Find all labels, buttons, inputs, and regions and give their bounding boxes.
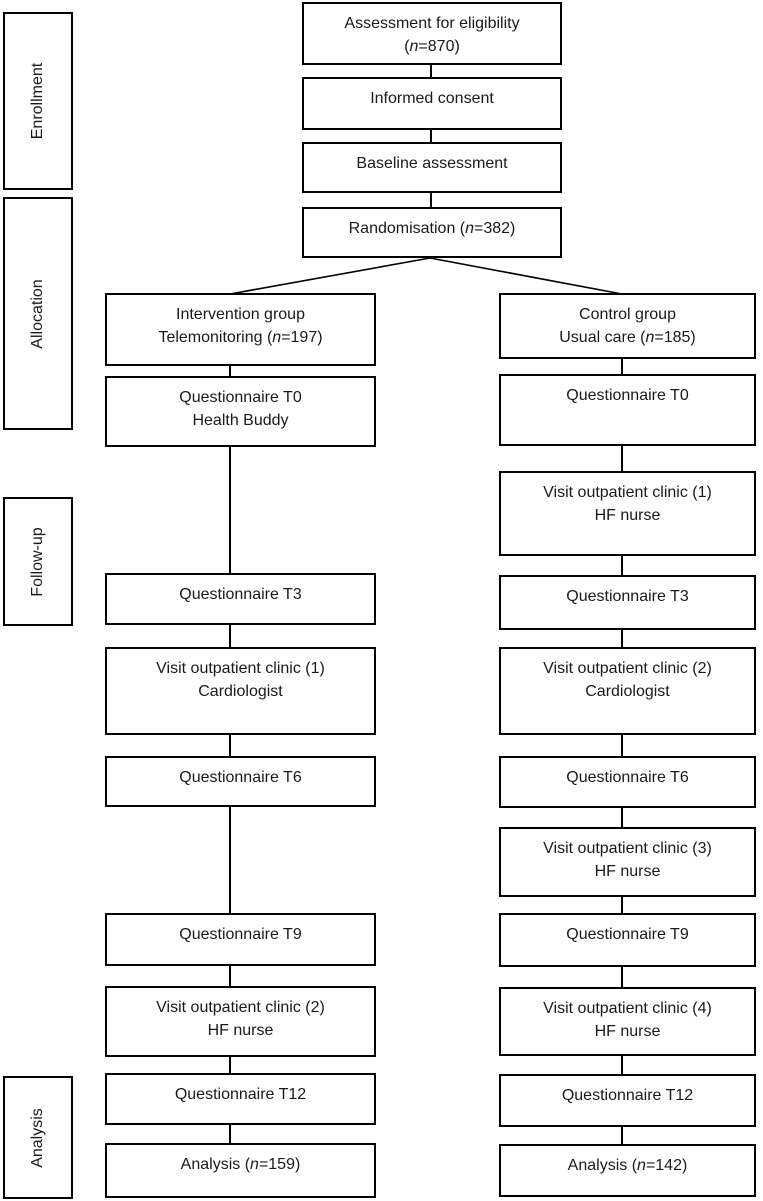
- flow-box-line: Informed consent: [370, 90, 494, 107]
- flow-box-line: Cardiologist: [585, 683, 670, 700]
- flow-box-control-visit-4: Visit outpatient clinic (4) HF nurse: [499, 987, 756, 1056]
- connector-line: [229, 1057, 231, 1073]
- connector-line: [430, 65, 432, 77]
- fork-line-left: [229, 257, 431, 295]
- flow-box-line: Assessment for eligibility: [344, 15, 520, 32]
- flow-box-line: Visit outpatient clinic (4): [543, 1000, 712, 1017]
- flow-box-line: Control group: [579, 306, 676, 323]
- connector-line: [621, 446, 623, 471]
- flow-box-informed-consent: Informed consent: [302, 77, 562, 130]
- flow-box-intervention-visit-1: Visit outpatient clinic (1) Cardiologist: [105, 647, 376, 735]
- flow-box-line: Intervention group: [176, 306, 305, 323]
- flow-box-randomisation: Randomisation (n=382): [302, 207, 562, 258]
- connector-line: [229, 447, 231, 573]
- flow-box-control-questionnaire-t6: Questionnaire T6: [499, 756, 756, 808]
- flow-box-control-visit-3: Visit outpatient clinic (3) HF nurse: [499, 827, 756, 897]
- connector-line: [621, 1127, 623, 1144]
- flow-box-line: Questionnaire T9: [179, 926, 302, 943]
- flow-box-line: Visit outpatient clinic (3): [543, 840, 712, 857]
- connector-line: [621, 1056, 623, 1074]
- connector-line: [621, 359, 623, 374]
- connector-line: [229, 1125, 231, 1143]
- flow-box-control-questionnaire-t3: Questionnaire T3: [499, 575, 756, 630]
- flow-box-line: Visit outpatient clinic (2): [543, 660, 712, 677]
- flow-box-control-visit-1: Visit outpatient clinic (1) HF nurse: [499, 471, 756, 556]
- flow-box-line: Cardiologist: [198, 683, 283, 700]
- flow-box-line: Visit outpatient clinic (1): [543, 484, 712, 501]
- flow-box-line: Questionnaire T0: [179, 389, 302, 406]
- flow-box-line: Health Buddy: [192, 412, 289, 429]
- connector-line: [229, 735, 231, 756]
- flow-box-line: Questionnaire T6: [566, 769, 689, 786]
- flow-box-line: Visit outpatient clinic (1): [156, 660, 325, 677]
- flow-box-line: Questionnaire T9: [566, 926, 689, 943]
- flow-box-line: HF nurse: [594, 507, 661, 524]
- flow-box-line: Visit outpatient clinic (2): [156, 999, 325, 1016]
- stage-label-text: Analysis: [29, 1107, 46, 1168]
- flow-box-line: Questionnaire T12: [561, 1087, 694, 1104]
- connector-line: [621, 808, 623, 827]
- flow-box-intervention-visit-2: Visit outpatient clinic (2) HF nurse: [105, 986, 376, 1057]
- fork-line-right: [429, 257, 623, 295]
- flow-box-line: Questionnaire T6: [179, 769, 302, 786]
- flow-box-baseline-assessment: Baseline assessment: [302, 142, 562, 193]
- flow-box-line: Usual care (n=185): [559, 329, 696, 346]
- flow-box-intervention-questionnaire-t3: Questionnaire T3: [105, 573, 376, 625]
- connector-line: [229, 966, 231, 986]
- flow-box-intervention-analysis: Analysis (n=159): [105, 1143, 376, 1198]
- flow-box-line: Questionnaire T3: [566, 588, 689, 605]
- connector-line: [621, 556, 623, 575]
- flow-box-assessment-eligibility: Assessment for eligibility (n=870): [302, 2, 562, 65]
- connector-line: [621, 630, 623, 647]
- flow-box-control-questionnaire-t12: Questionnaire T12: [499, 1074, 756, 1127]
- flow-box-line: Questionnaire T0: [566, 387, 689, 404]
- flow-box-line: Telemonitoring (n=197): [158, 329, 323, 346]
- flow-box-line: HF nurse: [594, 1023, 661, 1040]
- connector-line: [229, 625, 231, 647]
- stage-label-text: Allocation: [29, 278, 46, 349]
- flow-box-line: Analysis (n=142): [567, 1157, 688, 1174]
- flow-box-line: Questionnaire T12: [174, 1086, 307, 1103]
- flow-box-intervention-questionnaire-t12: Questionnaire T12: [105, 1073, 376, 1125]
- flow-box-line: Questionnaire T3: [179, 586, 302, 603]
- stage-label-text: Enrollment: [29, 62, 46, 140]
- stage-label-allocation: Allocation: [3, 197, 73, 430]
- connector-line: [229, 807, 231, 913]
- stage-label-enrollment: Enrollment: [3, 12, 73, 190]
- stage-label-follow-up: Follow-up: [3, 497, 73, 626]
- connector-line: [621, 897, 623, 913]
- flow-box-line: HF nurse: [207, 1022, 274, 1039]
- connector-line: [621, 735, 623, 756]
- connector-line: [430, 193, 432, 207]
- flow-box-control-visit-2: Visit outpatient clinic (2) Cardiologist: [499, 647, 756, 735]
- stage-label-text: Follow-up: [29, 526, 46, 597]
- flow-box-intervention-questionnaire-t0: Questionnaire T0 Health Buddy: [105, 376, 376, 447]
- flow-box-control-questionnaire-t0: Questionnaire T0: [499, 374, 756, 446]
- connector-line: [229, 366, 231, 376]
- flow-box-line: Analysis (n=159): [180, 1156, 301, 1173]
- flow-box-control-questionnaire-t9: Questionnaire T9: [499, 913, 756, 967]
- flow-box-line: HF nurse: [594, 863, 661, 880]
- flow-box-intervention-questionnaire-t6: Questionnaire T6: [105, 756, 376, 807]
- stage-label-analysis: Analysis: [3, 1076, 73, 1199]
- flow-box-line: Baseline assessment: [356, 155, 508, 172]
- flow-box-control-analysis: Analysis (n=142): [499, 1144, 756, 1197]
- flow-box-line: Randomisation (n=382): [348, 220, 516, 237]
- connector-line: [621, 967, 623, 987]
- flow-box-line: (n=870): [404, 38, 460, 55]
- flow-box-intervention-questionnaire-t9: Questionnaire T9: [105, 913, 376, 966]
- connector-line: [430, 130, 432, 142]
